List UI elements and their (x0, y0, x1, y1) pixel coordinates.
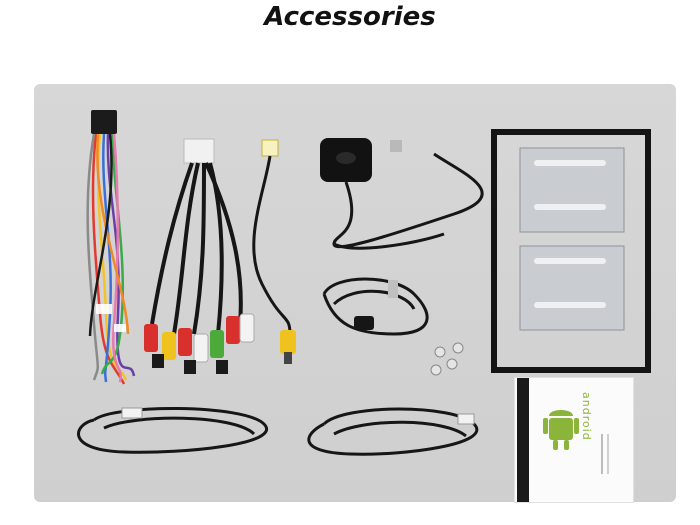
gps-antenna (320, 138, 484, 250)
rca-breakout-cable (144, 138, 255, 374)
accessories-illustration (77, 110, 651, 456)
screws (430, 342, 464, 376)
camera-cable (252, 139, 296, 364)
iso-wiring-harness (86, 110, 136, 385)
instruction-manual: android (515, 378, 633, 502)
page-title: Accessories (264, 2, 436, 32)
android-icon (543, 410, 609, 474)
usb-cable-left (77, 407, 269, 454)
manual-spine (517, 378, 529, 502)
mounting-frame (491, 129, 651, 373)
product-photo-board: android (34, 84, 676, 502)
usb-cable-right (307, 407, 479, 456)
manual-brand-text: android (580, 392, 593, 441)
microphone (322, 277, 429, 336)
